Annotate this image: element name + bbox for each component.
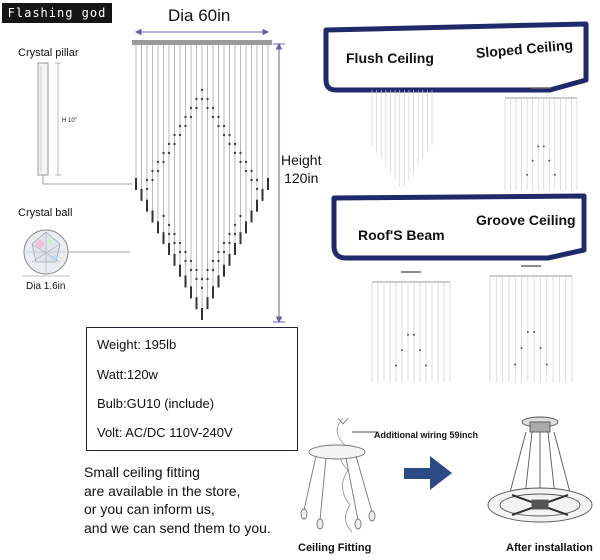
flush-ceiling-label: Flush Ceiling xyxy=(346,50,434,66)
promo-line: and we can send them to you. xyxy=(84,519,271,536)
brand-logo: Flashing god xyxy=(2,3,112,23)
crystal-pillar-drawing xyxy=(37,62,133,185)
groove-ceiling-label: Groove Ceiling xyxy=(476,212,576,228)
height-label-value: 120in xyxy=(284,170,319,186)
diameter-arrow-left xyxy=(134,28,142,36)
crystal-ball-title: Crystal ball xyxy=(18,207,73,219)
mount-banner-middle xyxy=(331,193,587,261)
roof-beam-label: Roof'S Beam xyxy=(358,227,445,243)
arrow-right-icon xyxy=(404,456,452,490)
promo-line: Small ceiling fitting xyxy=(84,464,200,480)
main-chandelier xyxy=(132,40,272,320)
diameter-label: Dia 60in xyxy=(168,6,231,25)
specs-box: Weight: 195lb Watt:120w Bulb:GU10 (inclu… xyxy=(86,327,298,451)
additional-wiring-label: Additional wiring 59inch xyxy=(374,430,479,440)
crystal-balls xyxy=(135,88,269,320)
height-arrow-top xyxy=(275,42,283,50)
crystal-pillar-height: H 10" xyxy=(62,118,77,124)
mounting-thumbnails xyxy=(371,87,578,382)
height-arrow-bottom xyxy=(275,316,283,324)
height-label-title: Height xyxy=(281,152,322,168)
promo-line: or you can inform us, xyxy=(84,501,215,517)
after-installation-label: After installation xyxy=(506,542,593,554)
height-label: Height 120in xyxy=(281,151,321,187)
mount-banner-top xyxy=(323,21,589,93)
spec-bulb: Bulb:GU10 (include) xyxy=(97,396,215,411)
ceiling-canopy xyxy=(132,40,272,45)
promo-text: Small ceiling fitting are available in t… xyxy=(84,463,271,537)
spec-weight: Weight: 195lb xyxy=(97,337,177,352)
after-installation-drawing xyxy=(487,416,593,523)
crystal-pillar-title: Crystal pillar xyxy=(18,47,79,59)
spec-volt: Volt: AC/DC 110V-240V xyxy=(97,425,233,440)
promo-line: are available in the store, xyxy=(84,482,241,499)
ceiling-fitting-label: Ceiling Fitting xyxy=(298,542,372,554)
ceiling-fitting-drawing xyxy=(300,417,376,533)
diameter-arrow-right xyxy=(262,28,270,36)
dimension-lines xyxy=(134,28,285,324)
pillar-callout-line xyxy=(42,175,133,185)
spec-watt: Watt:120w xyxy=(97,367,158,382)
crystal-ball-drawing xyxy=(22,229,130,277)
crystal-ball-diameter: Dia 1.6in xyxy=(26,281,66,292)
